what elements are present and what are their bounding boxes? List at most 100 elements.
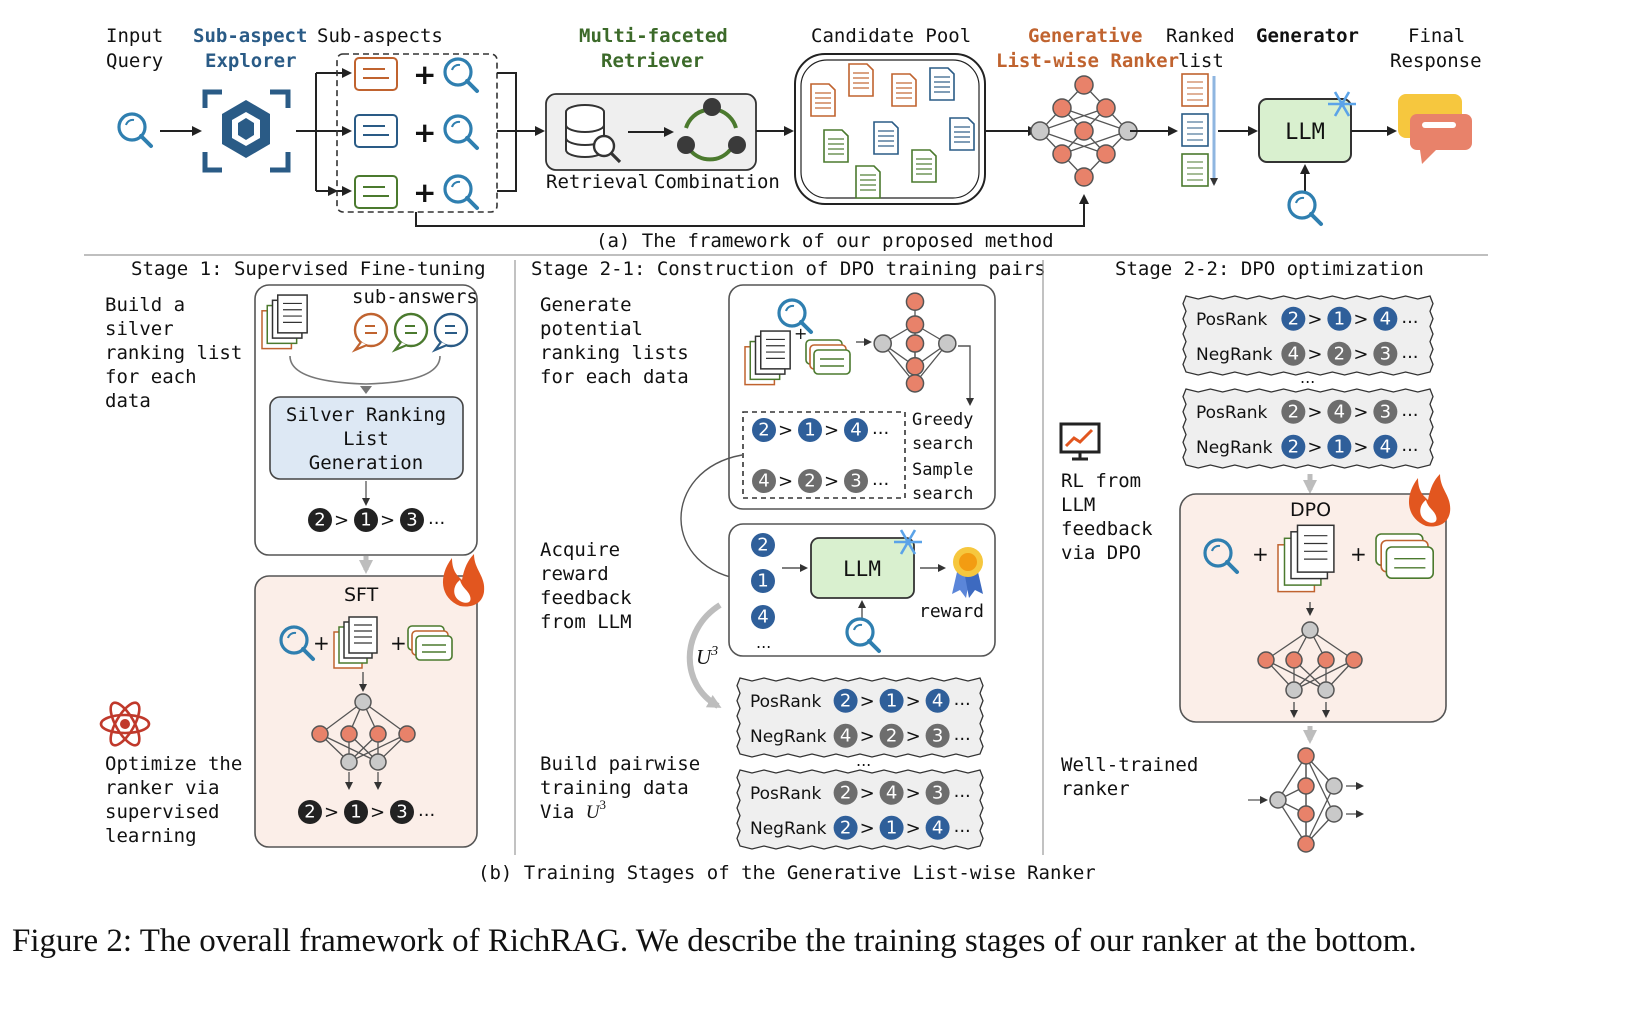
- pool-document-icon: [848, 63, 874, 97]
- rank-item: 2: [798, 469, 822, 493]
- network-node: [1074, 75, 1094, 95]
- stage22-desc2-line: Well-trained: [1061, 754, 1198, 776]
- reward-llm-label: LLM: [843, 557, 881, 581]
- svg-text:>: >: [906, 691, 921, 712]
- plus-sign: +: [313, 631, 330, 655]
- network-node: [354, 693, 372, 711]
- candidate-pool-documents: [810, 63, 975, 199]
- network-node: [1285, 651, 1303, 669]
- pairwise-ranking-pair: PosRankNegRank2>4>3...2>1>4...: [736, 769, 984, 850]
- generator-llm-label: LLM: [1285, 120, 1325, 145]
- svg-text:...: ...: [1401, 400, 1418, 421]
- rank-item: 2: [833, 688, 858, 713]
- rank-item: 2: [1281, 306, 1306, 331]
- database-search-icon: [565, 104, 622, 164]
- network-node: [1074, 121, 1094, 141]
- plus-sign: +: [794, 324, 807, 343]
- svg-text:>: >: [1307, 309, 1322, 330]
- svg-text:1: 1: [886, 690, 897, 711]
- svg-text:>: >: [1307, 437, 1322, 458]
- svg-text:>: >: [860, 783, 875, 804]
- stage21-desc-line: potential: [540, 318, 643, 340]
- svg-text:...: ...: [954, 781, 971, 802]
- svg-text:...: ...: [872, 418, 889, 439]
- network-node: [1052, 98, 1072, 118]
- answer-stack-icon: [1375, 533, 1435, 580]
- svg-text:>: >: [824, 471, 839, 492]
- rank-item: 4: [879, 780, 904, 805]
- pair-vertical-ellipsis: ...: [1300, 368, 1315, 387]
- rank-item: 4: [1327, 399, 1352, 424]
- answer-stack-icon: [805, 339, 851, 375]
- svg-text:2: 2: [840, 817, 851, 838]
- svg-text:4: 4: [757, 607, 768, 628]
- svg-text:4: 4: [1380, 436, 1391, 457]
- stage22-desc-line: LLM: [1061, 494, 1095, 516]
- stage21-desc-line: Generate: [540, 294, 632, 316]
- stage1-desc2-line: Optimize the: [105, 753, 242, 775]
- greedy-ranking-list: 2>1>4...: [752, 418, 889, 442]
- rank-item: 3: [925, 780, 950, 805]
- rank-item: 2: [752, 418, 776, 442]
- trainable-fire-icon: [442, 554, 485, 607]
- sub-aspect-search-icon: [443, 114, 479, 150]
- sample-ranking-list: 4>2>3...: [752, 469, 889, 493]
- svg-text:3: 3: [932, 782, 943, 803]
- svg-text:>: >: [380, 510, 395, 531]
- svg-text:1: 1: [1334, 308, 1345, 329]
- network-node: [938, 334, 957, 353]
- svg-text:>: >: [1307, 402, 1322, 423]
- svg-text:1: 1: [886, 817, 897, 838]
- svg-text:>: >: [1353, 402, 1368, 423]
- network-node: [369, 753, 387, 771]
- stage22-desc-line: feedback: [1061, 518, 1153, 540]
- stage21-desc-line: for each data: [540, 366, 689, 388]
- stage1-desc-line: silver: [105, 318, 174, 340]
- svg-text:>: >: [370, 802, 385, 823]
- rank-item: 4: [833, 723, 858, 748]
- monitor-chart-icon: [1059, 422, 1101, 461]
- stage22-title: Stage 2-2: DPO optimization: [1115, 258, 1424, 280]
- pool-document-icon: [949, 117, 975, 151]
- svg-text:>: >: [906, 726, 921, 747]
- dpo-ranking-pair: PosRankNegRank2>1>4...4>2>3...: [1182, 295, 1434, 376]
- rank-item: 2: [308, 508, 332, 532]
- ranked-list-documents: [1181, 73, 1218, 187]
- sub-aspect-explorer-icon: [202, 89, 291, 173]
- svg-text:4: 4: [850, 420, 861, 441]
- figure-caption: Figure 2: The overall framework of RichR…: [12, 923, 1417, 959]
- network-node: [905, 315, 925, 334]
- speech-bubble-icon: [353, 312, 389, 348]
- svg-text:3: 3: [932, 725, 943, 746]
- rank-item: 4: [1281, 341, 1306, 366]
- silver-box-line: List: [343, 428, 389, 450]
- svg-text:2: 2: [1288, 436, 1299, 457]
- stage21-desc2-line: reward: [540, 563, 609, 585]
- svg-text:1: 1: [1334, 436, 1345, 457]
- network-node: [398, 725, 416, 743]
- network-node: [1325, 777, 1343, 795]
- rank-item: 1: [879, 815, 904, 840]
- rank-item: 4: [751, 605, 775, 629]
- sft-label: SFT: [344, 584, 379, 606]
- network-node: [1297, 777, 1315, 795]
- svg-text:>: >: [860, 691, 875, 712]
- stage1-desc-line: for each: [105, 366, 197, 388]
- atom-icon: [99, 701, 151, 747]
- document-stack-icon: [261, 294, 308, 350]
- rank-item: 3: [400, 508, 424, 532]
- network-node: [369, 725, 387, 743]
- network-node: [1301, 621, 1319, 639]
- stage21-desc2-line: feedback: [540, 587, 632, 609]
- network-node: [905, 334, 925, 353]
- label-input-query-2: Query: [106, 50, 163, 72]
- answer-stack-icon: [407, 625, 453, 661]
- stage1-desc-line: Build a: [105, 294, 185, 316]
- svg-text:2: 2: [304, 802, 315, 823]
- svg-text:4: 4: [932, 817, 943, 838]
- ranking-generation-panel: [728, 284, 996, 510]
- svg-text:4: 4: [1288, 343, 1299, 364]
- network-node: [905, 357, 925, 376]
- input-query-search-icon: [117, 112, 153, 148]
- rank-item: 4: [844, 418, 868, 442]
